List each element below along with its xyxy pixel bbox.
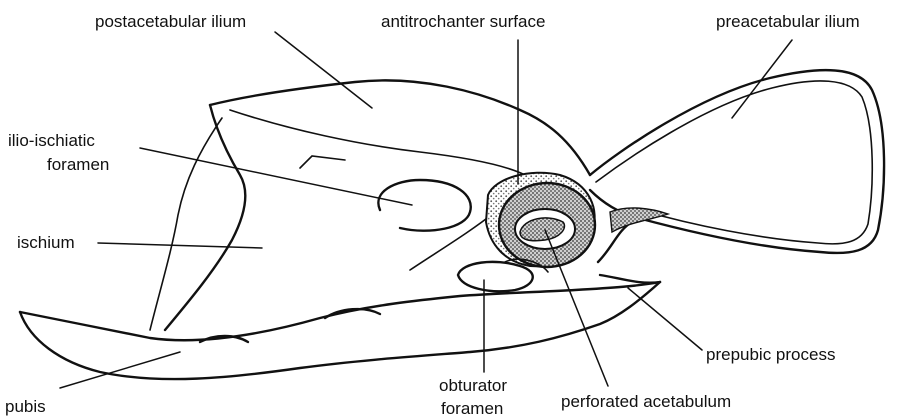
ilio-ischiatic-foramen-shape [378,180,470,231]
label-preacetabular-ilium: preacetabular ilium [716,12,860,31]
leader-ischium [98,243,262,248]
label-ilio-ischiatic-line2: foramen [47,155,109,174]
obturator-foramen-shape [458,262,533,291]
pubis-bump-2 [325,309,380,318]
prepubic-stipple [610,208,668,232]
leader-postacetabular-ilium [275,32,372,108]
ischium-inner-line [150,118,222,330]
label-pubis: pubis [5,397,46,416]
prepubic-process-outline [600,275,660,283]
postacetabular-ilium-crease [300,156,345,168]
label-postacetabular-ilium: postacetabular ilium [95,12,246,31]
leader-preacetabular [732,40,792,118]
label-obturator-line2: foramen [441,399,503,418]
label-ilio-ischiatic-line1: ilio-ischiatic [8,131,95,150]
label-prepubic-process: prepubic process [706,345,835,364]
postacetabular-ilium-outline [210,80,590,175]
leader-pubis [60,352,180,388]
label-perforated-acetabulum: perforated acetabulum [561,392,731,411]
label-obturator-line1: obturator [439,376,507,395]
leader-ilio-ischiatic [140,148,412,205]
postacetabular-ilium-inner [230,110,525,175]
preacetabular-ilium-outline [590,70,884,253]
leader-prepubic [628,288,702,350]
label-antitrochanter-surface: antitrochanter surface [381,12,545,31]
label-ischium: ischium [17,233,75,252]
